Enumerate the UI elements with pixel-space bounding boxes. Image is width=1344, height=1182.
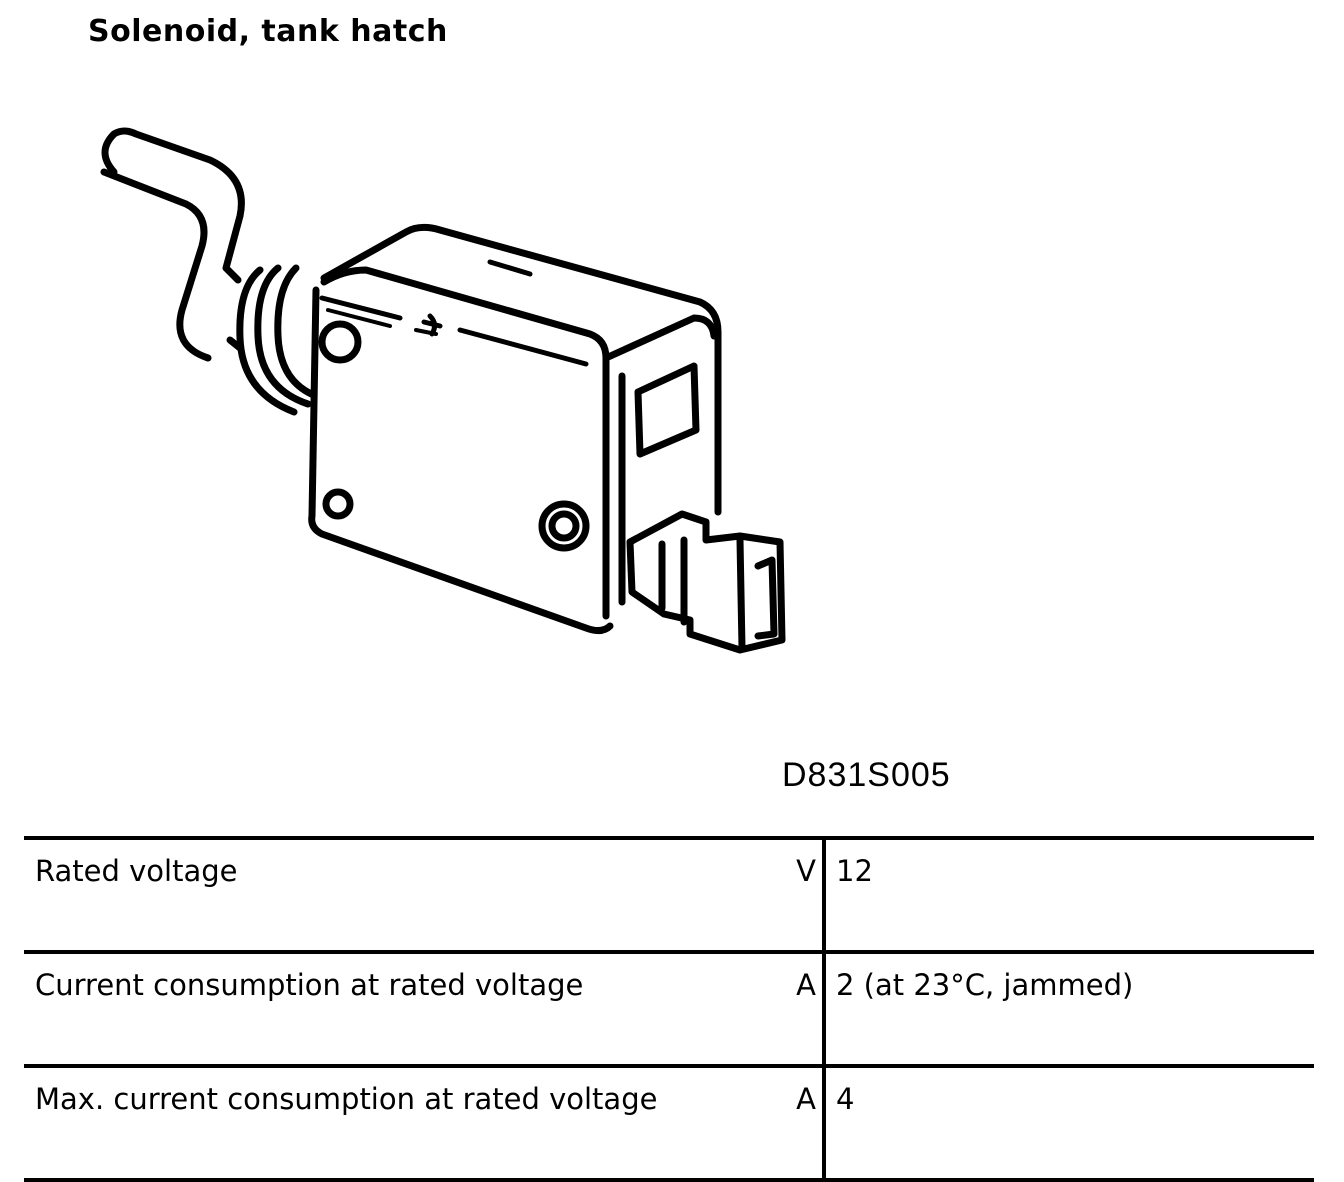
- mount-hole-bottom: [322, 488, 354, 520]
- spring-coil: [236, 266, 298, 416]
- table-row: Current consumption at rated voltage A 2…: [24, 952, 1314, 1068]
- connector-plug: [626, 510, 786, 654]
- figure-code: D831S005: [782, 756, 951, 794]
- spec-value: 12: [824, 838, 1314, 954]
- spec-unit: A: [765, 952, 826, 1068]
- spec-parameter: Rated voltage: [24, 838, 765, 954]
- spec-parameter: Current consumption at rated voltage: [24, 952, 765, 1068]
- document-title: Solenoid, tank hatch: [88, 14, 448, 49]
- side-window: [634, 362, 700, 458]
- spec-value: 4: [824, 1066, 1314, 1182]
- spec-parameter: Max. current consumption at rated voltag…: [24, 1066, 765, 1182]
- spec-unit: V: [765, 838, 826, 954]
- lever-arm: [100, 127, 245, 362]
- spec-unit: A: [765, 1066, 826, 1182]
- solenoid-illustration: [90, 120, 800, 665]
- spec-value: 2 (at 23°C, jammed): [824, 952, 1314, 1068]
- mount-hole-top: [318, 320, 362, 364]
- housing-front: [308, 223, 722, 635]
- table-row: Rated voltage V 12: [24, 838, 1314, 954]
- mount-hole-right: [538, 500, 590, 552]
- table-row: Max. current consumption at rated voltag…: [24, 1066, 1314, 1182]
- spec-table: Rated voltage V 12 Current consumption a…: [24, 836, 1314, 1182]
